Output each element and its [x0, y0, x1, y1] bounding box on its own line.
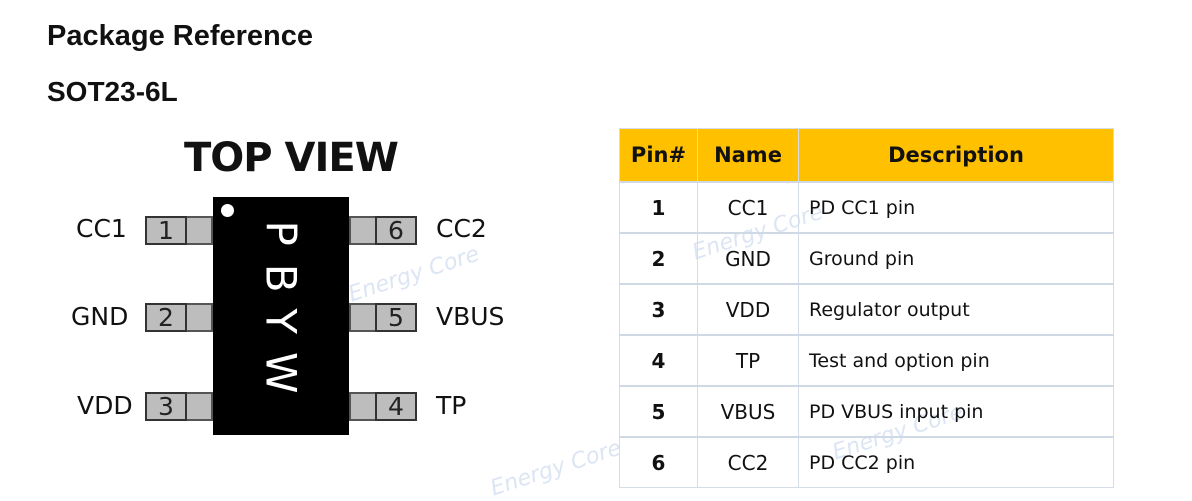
pin1-dot-marker: [221, 204, 234, 217]
pin-number: 4: [619, 334, 698, 387]
pin-name: CC1: [697, 181, 799, 234]
table-header-row: Pin# Name Description: [619, 128, 1114, 183]
pin-pad-2: 2: [145, 303, 213, 332]
pin-number: 5: [619, 385, 698, 438]
table-row: 3 VDD Regulator output: [619, 283, 1114, 336]
pin-description: Ground pin: [798, 232, 1114, 285]
table-row: 4 TP Test and option pin: [619, 334, 1114, 387]
pin-description: PD CC1 pin: [798, 181, 1114, 234]
table-row: 5 VBUS PD VBUS input pin: [619, 385, 1114, 438]
table-row: 6 CC2 PD CC2 pin: [619, 436, 1114, 488]
page-heading: Package Reference: [47, 20, 313, 52]
package-name: SOT23-6L: [47, 76, 178, 107]
pin-description: PD CC2 pin: [798, 436, 1114, 488]
pin-label-tp: TP: [436, 391, 467, 420]
pin-label-gnd: GND: [71, 302, 129, 331]
pin-name: GND: [697, 232, 799, 285]
pin-description: PD VBUS input pin: [798, 385, 1114, 438]
column-header-description: Description: [798, 128, 1114, 183]
pin-label-cc1: CC1: [76, 214, 127, 243]
pin-name: TP: [697, 334, 799, 387]
column-header-pin: Pin#: [619, 128, 698, 183]
chip-body: [213, 197, 349, 435]
pin-name: VBUS: [697, 385, 799, 438]
chip-marking: PBYW: [256, 220, 306, 412]
pin-description: Test and option pin: [798, 334, 1114, 387]
pin-pad-3: 3: [145, 392, 213, 421]
pin-name: VDD: [697, 283, 799, 336]
watermark: Energy Core: [345, 241, 483, 308]
pin-label-cc2: CC2: [436, 214, 487, 243]
top-view-label: TOP VIEW: [184, 135, 399, 181]
pin-table: Pin# Name Description 1 CC1 PD CC1 pin 2…: [619, 128, 1114, 488]
pin-pad-5: 5: [349, 303, 417, 332]
pin-number: 6: [619, 436, 698, 488]
watermark: Energy Core: [487, 435, 625, 501]
pin-pad-4: 4: [349, 392, 417, 421]
table-row: 2 GND Ground pin: [619, 232, 1114, 285]
pin-label-vdd: VDD: [77, 391, 133, 420]
pin-pad-6: 6: [349, 216, 417, 245]
column-header-name: Name: [697, 128, 799, 183]
pin-label-vbus: VBUS: [436, 302, 505, 331]
pin-pad-1: 1: [145, 216, 213, 245]
pin-description: Regulator output: [798, 283, 1114, 336]
pin-number: 3: [619, 283, 698, 336]
pin-number: 2: [619, 232, 698, 285]
table-row: 1 CC1 PD CC1 pin: [619, 181, 1114, 234]
pin-name: CC2: [697, 436, 799, 488]
pin-number: 1: [619, 181, 698, 234]
